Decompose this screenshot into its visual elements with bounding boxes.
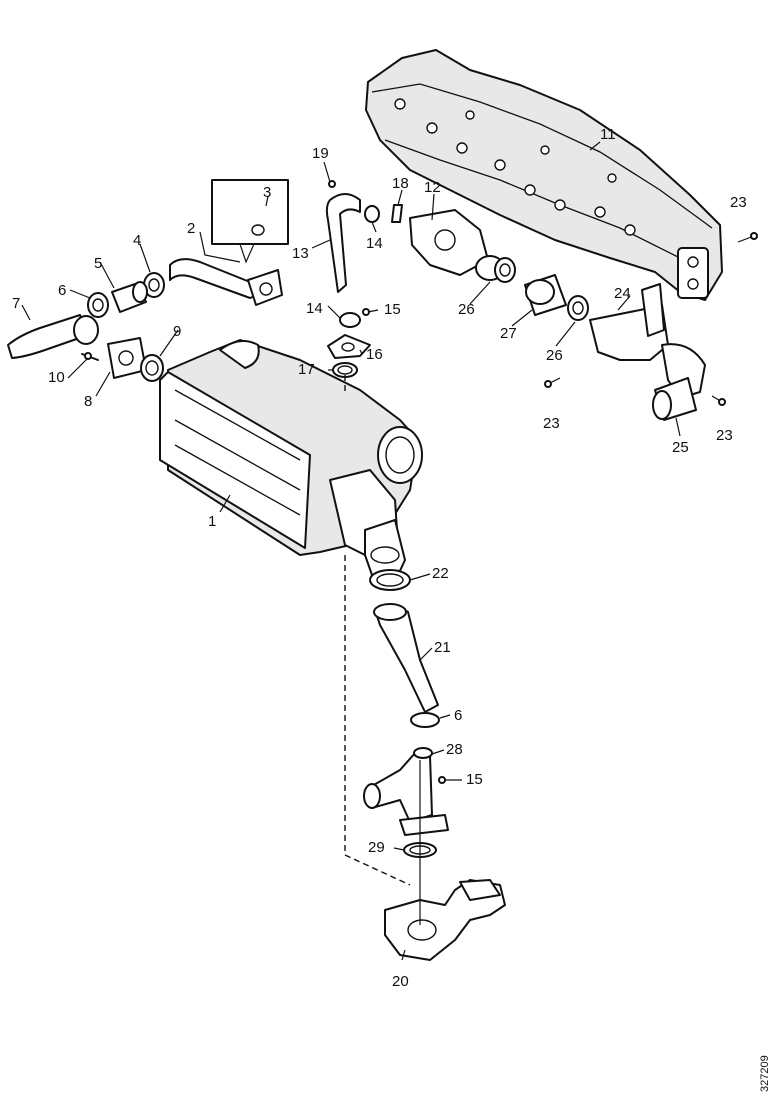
callout-2: 2	[187, 220, 195, 237]
callout-12: 12	[424, 179, 441, 196]
part-11-exhaust-manifold	[365, 49, 723, 301]
callout-25: 25	[672, 439, 689, 456]
part-20-outlet-manifold	[384, 879, 506, 961]
callout-24: 24	[614, 285, 631, 302]
reference-code: 327209	[759, 1055, 771, 1092]
callout-8: 8	[84, 393, 92, 410]
part-13-hose	[325, 193, 361, 293]
part-8-flange-plate	[107, 337, 147, 379]
part-19-screw	[328, 180, 336, 188]
callout-14-lower: 14	[306, 300, 323, 317]
callout-6-upper: 6	[58, 282, 66, 299]
part-14-clamp-lower	[339, 312, 361, 328]
callout-16: 16	[366, 346, 383, 363]
part-2-inlet-pipe	[169, 258, 259, 299]
callout-9: 9	[173, 323, 181, 340]
callout-23-right: 23	[716, 427, 733, 444]
callout-18: 18	[392, 175, 409, 192]
callout-26-lower: 26	[546, 347, 563, 364]
part-28-outlet-bend	[363, 747, 449, 836]
part-3-gasket-flange	[247, 269, 283, 306]
callout-23-left: 23	[543, 415, 560, 432]
part-21-downpipe	[373, 603, 439, 713]
part-15-bolt-lower	[438, 776, 446, 784]
callout-10: 10	[48, 369, 65, 386]
part-22-clamp	[369, 569, 411, 591]
callout-3: 3	[263, 184, 271, 201]
callout-21: 21	[434, 639, 451, 656]
part-26-clamp-upper	[494, 257, 516, 283]
callout-6-lower: 6	[454, 707, 462, 724]
part-10-bolt	[81, 352, 99, 361]
part-5-sleeve	[111, 281, 148, 313]
part-7-flex-pipe	[7, 314, 99, 359]
part-6-gasket-lower	[410, 712, 440, 728]
part-23-bolt-left	[544, 377, 561, 388]
callout-labels: 1 2 3 4 5 6 6 7 8 9 10 11 12 13 14 14 15…	[12, 126, 747, 990]
callout-15-upper: 15	[384, 301, 401, 318]
callout-15-lower: 15	[466, 771, 483, 788]
callout-4: 4	[133, 232, 141, 249]
part-9-gasket-ring	[140, 354, 164, 382]
part-17-gasket	[332, 362, 358, 378]
part-23-bolt-right-bottom	[711, 395, 726, 406]
part-16-flange	[327, 334, 371, 359]
callout-7: 7	[12, 295, 20, 312]
part-6-clamp-upper	[87, 292, 109, 318]
callout-27: 27	[500, 325, 517, 342]
part-24-bracket-pipe	[589, 283, 669, 361]
part-27-sleeve	[524, 274, 567, 316]
callout-11: 11	[600, 126, 616, 143]
callout-23-top: 23	[730, 194, 747, 211]
callout-14-upper: 14	[366, 235, 383, 252]
part-23-bolt-right-top	[737, 232, 758, 243]
part-4-clamp	[143, 272, 165, 298]
alignment-line-outlet	[344, 555, 411, 886]
callout-26-upper: 26	[458, 301, 475, 318]
callout-20: 20	[392, 973, 409, 990]
part-14-clamp-upper	[364, 205, 380, 223]
part-25-elbow-pipe	[652, 343, 706, 421]
callout-5: 5	[94, 255, 102, 272]
callout-19: 19	[312, 145, 329, 162]
callout-29: 29	[368, 839, 385, 856]
part-12-turbo-outlet	[409, 209, 505, 281]
callout-1: 1	[208, 513, 216, 530]
part-outlet-elbow	[364, 519, 406, 576]
callout-17: 17	[298, 361, 315, 378]
part-18-clip	[391, 204, 403, 223]
part-3-detail-box	[211, 179, 289, 264]
callout-13: 13	[292, 245, 309, 262]
callout-22: 22	[432, 565, 449, 582]
part-26-clamp-lower	[567, 295, 589, 321]
leader-lines	[21, 141, 681, 961]
callout-28: 28	[446, 741, 463, 758]
